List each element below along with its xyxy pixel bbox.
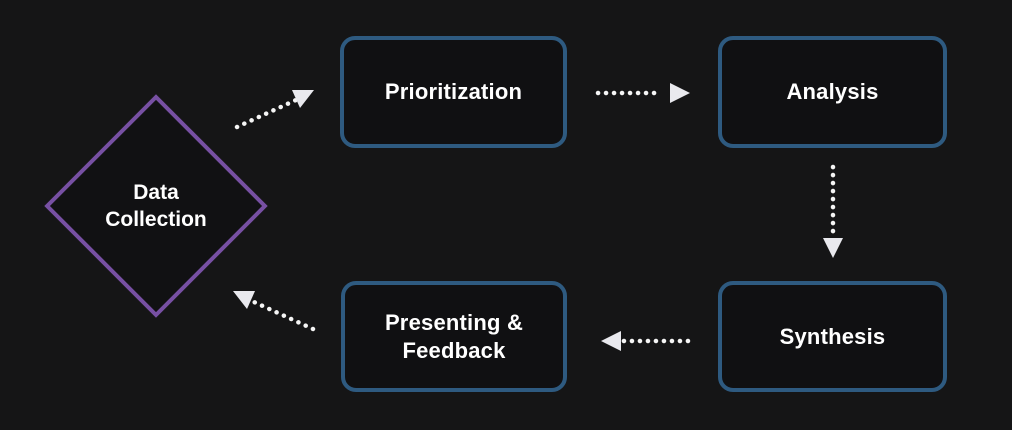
node-presenting-feedback: Presenting & Feedback [341,281,567,392]
node-label-text: Synthesis [779,323,886,349]
arrow-analysis-to-synthesis [823,164,843,258]
node-label-text: Analysis [786,79,879,105]
arrowhead-icon [601,331,621,351]
arrow-presenting-feedback-to-data-collection [233,291,316,332]
node-label-text: Presenting & Feedback [384,310,524,363]
node-label-text: Data Collection [105,180,207,231]
node-analysis: Analysis [718,36,947,148]
node-label-text: Prioritization [384,79,523,105]
node-data-collection: Data Collection [44,94,268,318]
arrowhead-icon [823,238,843,258]
node-synthesis: Synthesis [718,281,947,392]
node-prioritization: Prioritization [340,36,567,148]
arrow-prioritization-to-analysis [595,83,690,103]
node-data-collection-label: Data Collection [76,126,236,286]
arrowhead-icon [670,83,690,103]
arrow-data-collection-to-prioritization [234,90,314,130]
arrowhead-icon [233,291,255,309]
arrowhead-icon [292,90,314,108]
arrow-synthesis-to-presenting-feedback [601,331,691,351]
